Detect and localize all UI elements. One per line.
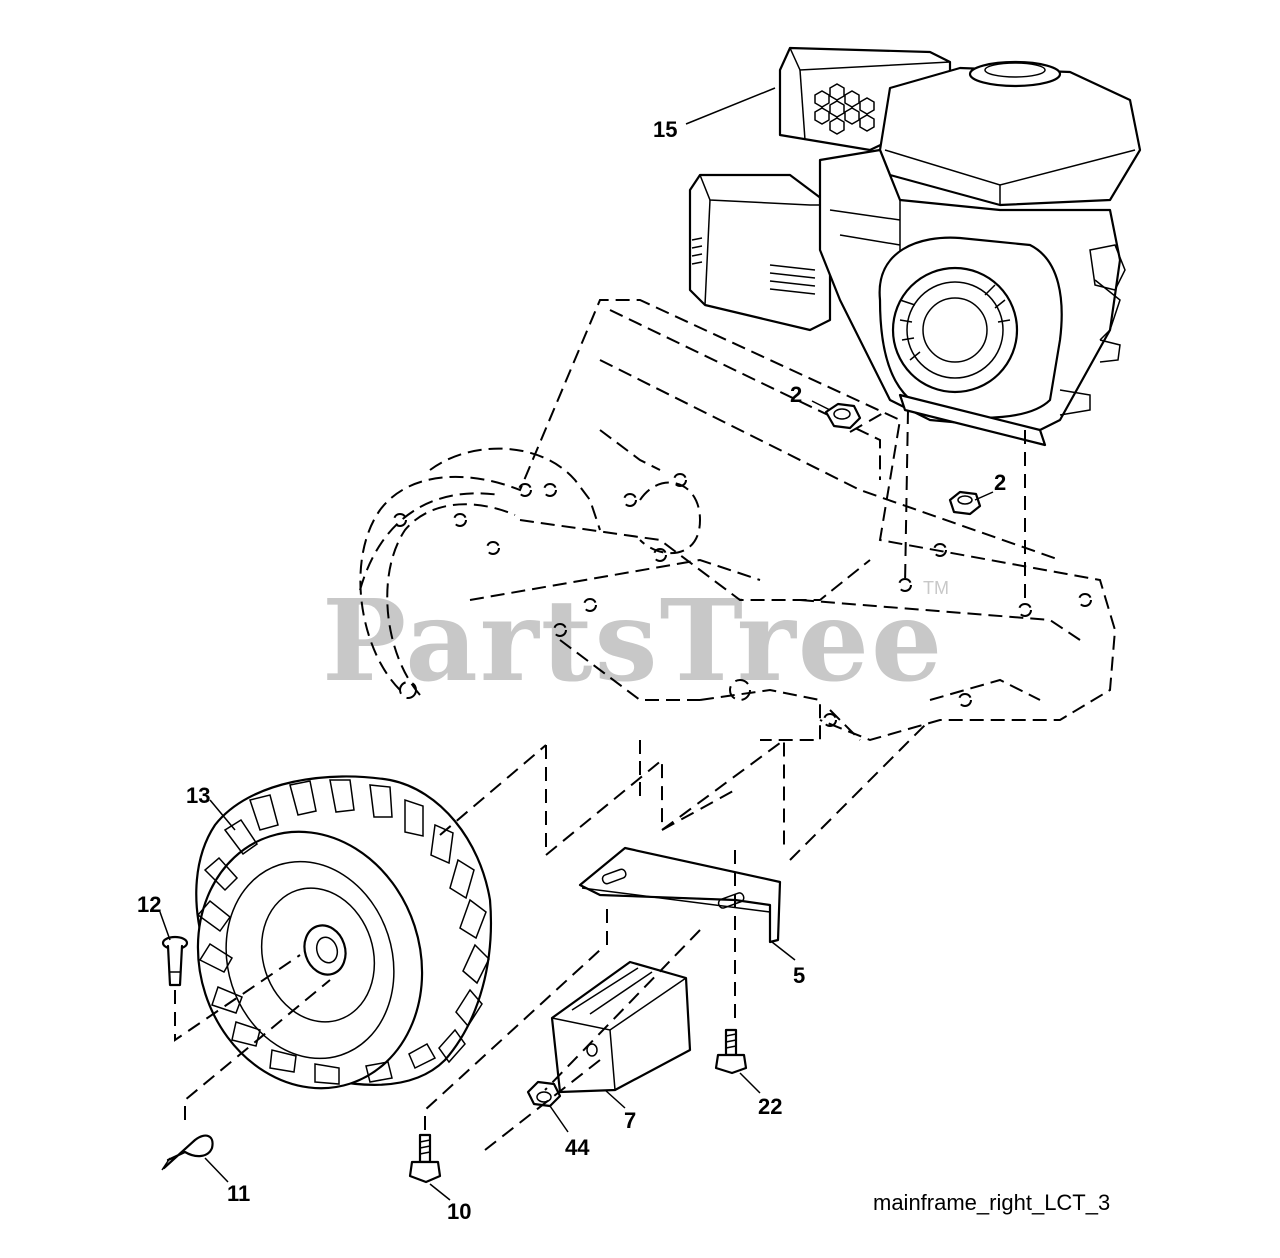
label-22-bolt: 22 xyxy=(758,1094,782,1119)
label-11-hairpin-clip: 11 xyxy=(227,1181,250,1206)
hairpin-clip xyxy=(161,1134,214,1171)
clevis-pin xyxy=(161,935,189,987)
label-5-bracket: 5 xyxy=(793,963,805,988)
label-12-clevis-pin: 12 xyxy=(137,892,161,917)
mounting-bracket xyxy=(578,846,782,944)
label-7-wheel-weight: 7 xyxy=(624,1108,636,1133)
diagram-caption: mainframe_right_LCT_3 xyxy=(873,1190,1110,1215)
label-2-nut-left: 2 xyxy=(790,382,802,407)
leader-lines xyxy=(159,87,994,1201)
wheel-weight-nut xyxy=(526,1080,562,1108)
watermark: PartsTree TM xyxy=(322,576,949,707)
label-44-nut: 44 xyxy=(565,1135,590,1160)
engine xyxy=(688,46,1142,447)
hub-bolt xyxy=(408,1133,442,1184)
engine-mount-nut-right xyxy=(948,490,982,516)
label-2-nut-right: 2 xyxy=(994,470,1006,495)
assembly-lines xyxy=(174,409,1026,1151)
part-labels: 15 2 2 13 12 11 10 44 7 22 5 xyxy=(137,117,1006,1224)
wheel-weight xyxy=(550,960,692,1094)
label-10-hub-bolt: 10 xyxy=(447,1199,471,1224)
bracket-bolt xyxy=(714,1028,748,1075)
label-15-engine: 15 xyxy=(653,117,677,142)
watermark-text: PartsTree xyxy=(322,576,944,707)
watermark-trademark: TM xyxy=(923,578,949,598)
wheel-tire xyxy=(195,775,493,1090)
engine-mount-nut-left xyxy=(824,402,862,430)
label-13-wheel: 13 xyxy=(186,783,210,808)
tiller-frame-ghost xyxy=(359,299,1117,800)
